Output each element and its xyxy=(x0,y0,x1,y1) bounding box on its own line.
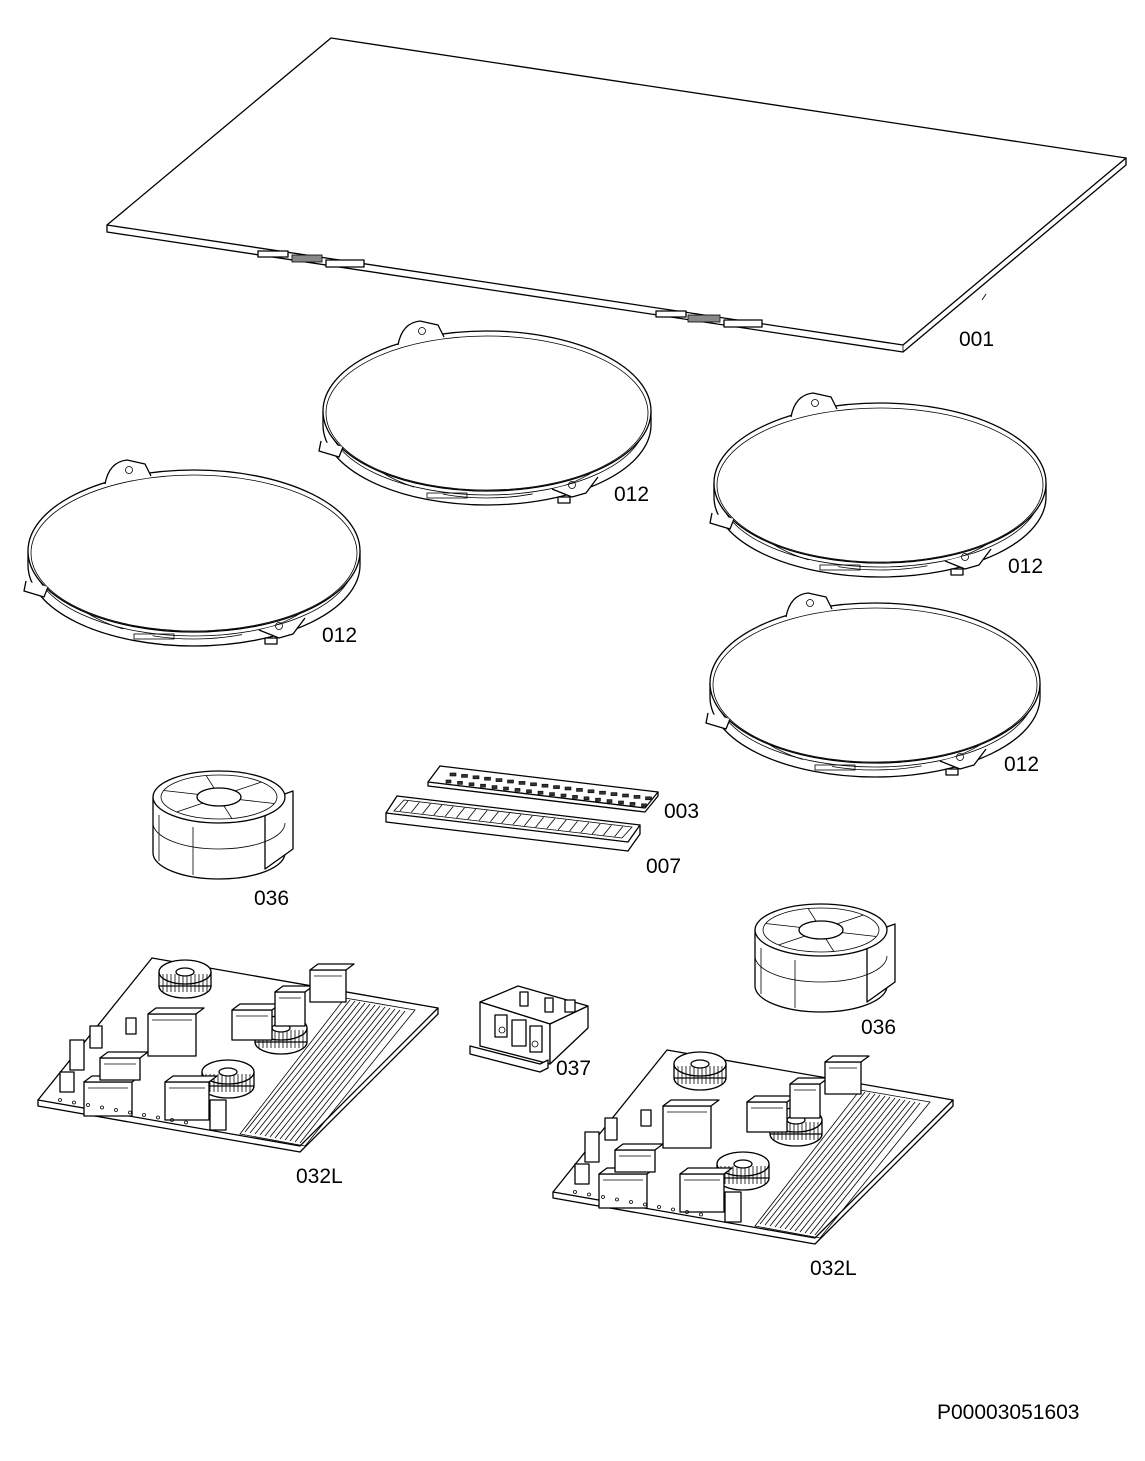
label-012-coil-top-center: 012 xyxy=(614,483,650,506)
label-007-control-frame: 007 xyxy=(646,855,682,878)
cooling-fans xyxy=(152,770,896,1013)
filter-module-part xyxy=(469,985,589,1073)
control-board-part xyxy=(427,765,659,813)
coil-right-upper xyxy=(709,392,1047,578)
label-037-filter-module: 037 xyxy=(556,1057,592,1080)
induction-coils xyxy=(23,320,1047,778)
power-board-left xyxy=(37,957,439,1153)
fan-left xyxy=(152,770,294,880)
coil-left xyxy=(23,459,361,647)
label-036-fan-left: 036 xyxy=(254,887,290,910)
label-032l-power-board-left: 032L xyxy=(296,1165,343,1188)
label-032l-power-board-right: 032L xyxy=(810,1257,857,1280)
label-012-coil-right-lower: 012 xyxy=(1004,753,1040,776)
control-frame-part xyxy=(385,795,641,852)
coil-top-center xyxy=(318,320,652,506)
label-003-control-board: 003 xyxy=(664,800,700,823)
fan-right xyxy=(754,903,896,1013)
label-001-glass-top: 001 xyxy=(959,328,995,351)
label-036-fan-right: 036 xyxy=(861,1016,897,1039)
drawing-code: P00003051603 xyxy=(937,1401,1080,1424)
label-012-coil-left: 012 xyxy=(322,624,358,647)
power-boards xyxy=(37,957,954,1245)
power-board-right xyxy=(552,1049,954,1245)
label-012-coil-right-upper: 012 xyxy=(1008,555,1044,578)
glass-top-part xyxy=(106,37,1127,353)
coil-right-lower xyxy=(705,592,1041,778)
